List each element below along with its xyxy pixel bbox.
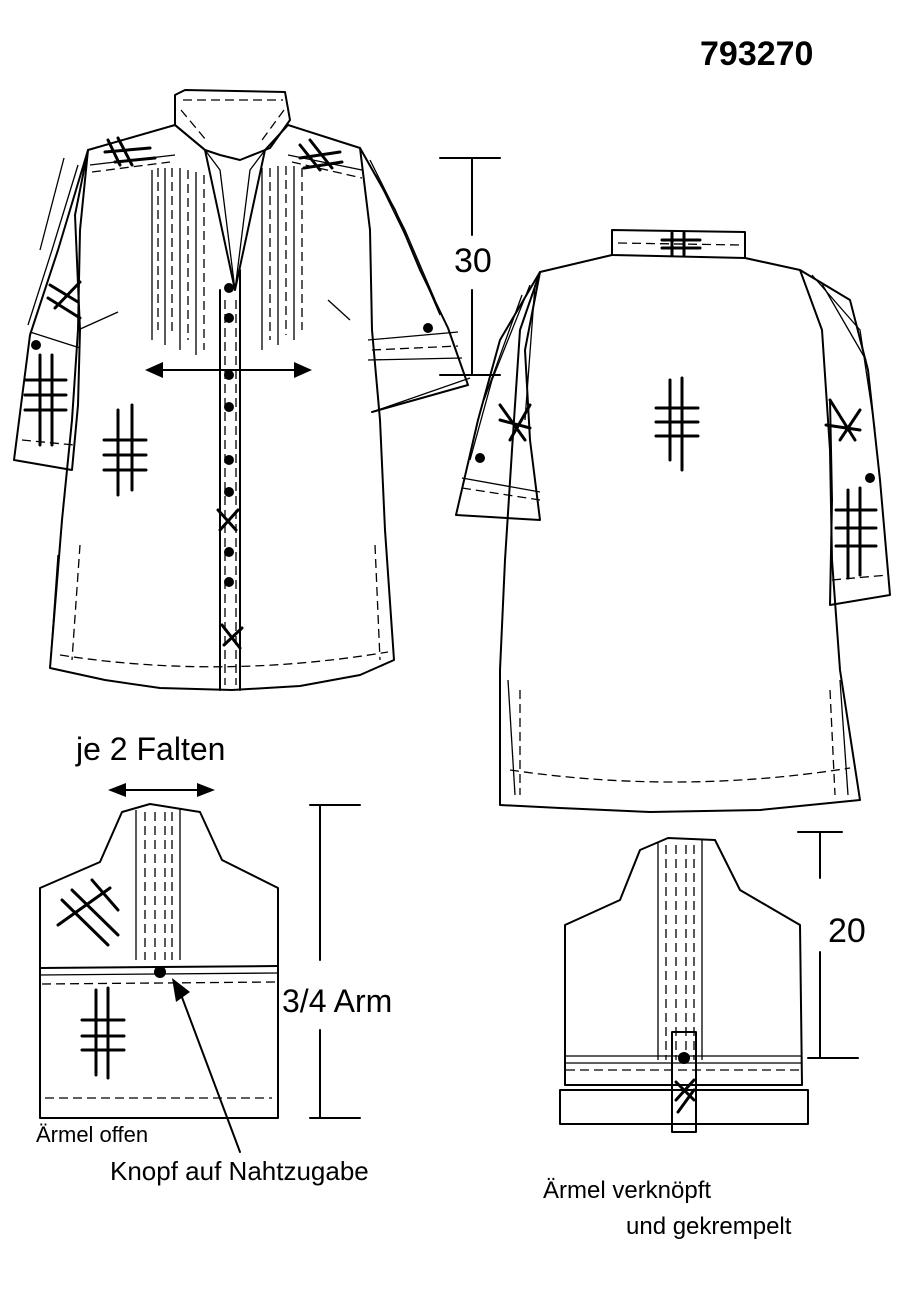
button-note-label: Knopf auf Nahtzugabe: [110, 1156, 369, 1186]
pleats-label: je 2 Falten: [75, 731, 225, 767]
length-label-30: 30: [454, 242, 492, 280]
sleeve-open-label: Ärmel offen: [36, 1122, 148, 1147]
front-view: [13, 89, 471, 691]
sleeve-length-indicator: 3/4 Arm: [282, 804, 392, 1119]
rolled-length-indicator: 20: [797, 831, 866, 1059]
model-number: 793270: [700, 35, 813, 73]
rolled-label-line2: und gekrempelt: [626, 1213, 792, 1240]
back-view: [455, 229, 891, 813]
sleeve-open-view: [39, 783, 279, 1153]
rolled-label-line1: Ärmel verknöpft: [543, 1177, 711, 1204]
sleeve-rolled-view: [559, 837, 809, 1133]
rolled-length-label: 20: [828, 912, 866, 950]
sleeve-length-label: 3/4 Arm: [282, 983, 392, 1019]
length-indicator-30: 30: [439, 157, 501, 376]
